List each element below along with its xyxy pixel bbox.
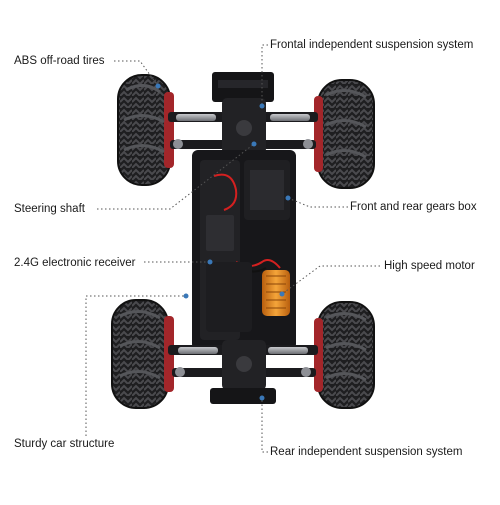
label-car-structure: Sturdy car structure [14,438,115,450]
label-rear-suspension: Rear independent suspension system [270,446,463,458]
front-right-tire [314,79,375,189]
rear-left-tire [111,299,174,409]
label-abs-tires: ABS off-road tires [14,55,105,67]
label-receiver: 2.4G electronic receiver [14,257,136,269]
label-gears-box: Front and rear gears box [350,201,477,213]
label-motor: High speed motor [384,260,475,272]
motor [262,270,290,316]
rear-suspension [168,345,318,377]
rear-bumper [210,388,276,404]
callout-dots [155,83,291,401]
label-steering-shaft: Steering shaft [14,203,85,215]
receiver-box [206,215,234,251]
rear-right-tire [314,301,375,409]
label-front-suspension: Frontal independent suspension system [270,39,474,51]
front-left-tire [117,74,174,186]
callout-lines [85,44,380,453]
